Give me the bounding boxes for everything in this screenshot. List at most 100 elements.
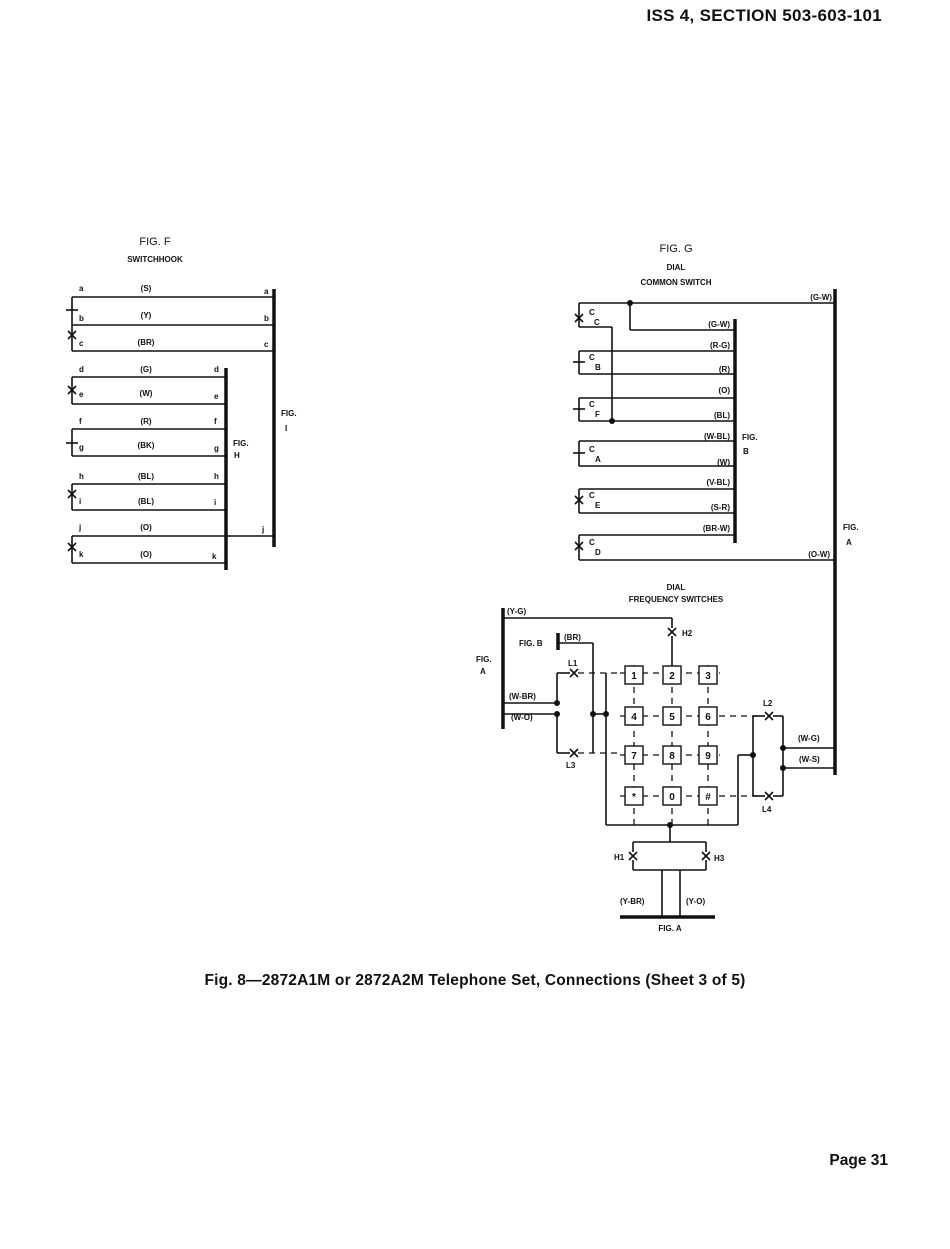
wire-yo: (Y-O) bbox=[686, 897, 705, 906]
svg-text:f: f bbox=[79, 417, 82, 426]
svg-text:h: h bbox=[79, 472, 84, 481]
svg-text:B: B bbox=[595, 363, 601, 372]
fig-f-row-j: j (O) j bbox=[78, 523, 264, 534]
fig-i-label-1: FIG. bbox=[281, 409, 297, 418]
fig-f-row-k: k (O) k bbox=[79, 550, 217, 561]
key-4: 4 bbox=[624, 706, 644, 726]
svg-text:a: a bbox=[79, 284, 84, 293]
svg-text:A: A bbox=[595, 455, 601, 464]
key-3: 3 bbox=[698, 665, 718, 685]
fig-f-row-f: f (R) f bbox=[79, 417, 217, 426]
wire-brw: (BR-W) bbox=[703, 524, 730, 533]
svg-text:D: D bbox=[595, 548, 601, 557]
wire-wbr: (W-BR) bbox=[509, 692, 536, 701]
svg-text:c: c bbox=[79, 339, 84, 348]
contact-label-ca: C A bbox=[589, 445, 601, 464]
fig-a-label-2: A bbox=[846, 538, 852, 547]
svg-text:C: C bbox=[594, 318, 600, 327]
wire-ybr: (Y-BR) bbox=[620, 897, 645, 906]
contact-label-cd: C D bbox=[589, 538, 601, 557]
wire-r: (R) bbox=[719, 365, 730, 374]
switch-h2-label: H2 bbox=[682, 629, 693, 638]
svg-text:d: d bbox=[79, 365, 84, 374]
freq-switches: DIAL FREQUENCY SWITCHES bbox=[476, 583, 835, 933]
svg-text:E: E bbox=[595, 501, 601, 510]
svg-text:(O): (O) bbox=[140, 523, 152, 532]
svg-text:(G): (G) bbox=[140, 365, 152, 374]
key-0: 0 bbox=[662, 786, 682, 806]
svg-text:e: e bbox=[214, 392, 219, 401]
svg-text:4: 4 bbox=[631, 712, 637, 723]
svg-text:6: 6 bbox=[705, 712, 711, 723]
svg-text:1: 1 bbox=[631, 671, 637, 682]
fig-g: FIG. G DIAL COMMON SWITCH bbox=[573, 243, 859, 775]
svg-text:#: # bbox=[705, 792, 711, 803]
svg-text:(W): (W) bbox=[140, 389, 153, 398]
fig-f-row-d: d (G) d bbox=[79, 365, 219, 374]
svg-text:a: a bbox=[264, 287, 269, 296]
svg-text:C: C bbox=[589, 353, 595, 362]
svg-text:(BR): (BR) bbox=[138, 338, 155, 347]
svg-text:j: j bbox=[261, 525, 264, 534]
svg-text:b: b bbox=[79, 314, 84, 323]
switch-h3-label: H3 bbox=[714, 854, 725, 863]
svg-text:9: 9 bbox=[705, 751, 711, 762]
contact-label-cc: C C bbox=[589, 308, 600, 327]
svg-text:(BL): (BL) bbox=[138, 497, 154, 506]
fig-f-row-i: i (BL) i bbox=[79, 497, 216, 507]
svg-text:b: b bbox=[264, 314, 269, 323]
switch-l3-label: L3 bbox=[566, 761, 576, 770]
switch-l4-label: L4 bbox=[762, 805, 772, 814]
svg-text:F: F bbox=[595, 410, 600, 419]
svg-text:(BK): (BK) bbox=[138, 441, 155, 450]
contact-e-x bbox=[67, 385, 77, 395]
key-6: 6 bbox=[698, 706, 718, 726]
fig-f: FIG. F SWITCHHOOK bbox=[66, 236, 297, 570]
wire-o: (O) bbox=[718, 386, 730, 395]
svg-text:(S): (S) bbox=[141, 284, 152, 293]
wire-ws: (W-S) bbox=[799, 755, 820, 764]
fig-a-label-1: FIG. bbox=[843, 523, 859, 532]
fig-g-subtitle-2: COMMON SWITCH bbox=[640, 278, 711, 287]
svg-text:h: h bbox=[214, 472, 219, 481]
switch-l2-x bbox=[764, 711, 774, 721]
switch-h2-x bbox=[667, 627, 677, 637]
fig-f-row-g: g (BK) g bbox=[79, 441, 219, 453]
svg-text:8: 8 bbox=[669, 751, 675, 762]
page-number: Page 31 bbox=[829, 1152, 888, 1169]
svg-text:C: C bbox=[589, 400, 595, 409]
wire-sr: (S-R) bbox=[711, 503, 730, 512]
svg-text:(Y): (Y) bbox=[141, 311, 152, 320]
svg-text:k: k bbox=[212, 552, 217, 561]
wire-wg: (W-G) bbox=[798, 734, 820, 743]
switch-h3-x bbox=[701, 851, 711, 861]
svg-text:2: 2 bbox=[669, 671, 675, 682]
svg-text:C: C bbox=[589, 491, 595, 500]
fig-g-subtitle-1: DIAL bbox=[667, 263, 686, 272]
wire-wbl: (W-BL) bbox=[704, 432, 730, 441]
switch-l4-x bbox=[764, 791, 774, 801]
fig-f-subtitle: SWITCHHOOK bbox=[127, 255, 183, 264]
wire-br: (BR) bbox=[564, 633, 581, 642]
contact-cc-x bbox=[574, 313, 584, 323]
fig-f-row-h: h (BL) h bbox=[79, 472, 219, 481]
contact-label-cf: C F bbox=[589, 400, 600, 419]
wire-rg: (R-G) bbox=[710, 341, 730, 350]
freq-fig-a-label-2: A bbox=[480, 667, 486, 676]
switch-h1-label: H1 bbox=[614, 853, 625, 862]
fig-f-title: FIG. F bbox=[139, 236, 170, 248]
fig-f-row-a: a (S) a bbox=[79, 284, 269, 296]
wire-top-gw: (G-W) bbox=[810, 293, 832, 302]
fig-b-label-2: B bbox=[743, 447, 749, 456]
svg-text:c: c bbox=[264, 340, 269, 349]
page-header: ISS 4, SECTION 503-603-101 bbox=[646, 6, 882, 25]
freq-fig-a-bottom-label: FIG. A bbox=[658, 924, 681, 933]
fig-f-row-b: b (Y) b bbox=[79, 311, 269, 323]
wire-gw: (G-W) bbox=[708, 320, 730, 329]
fig-i-label-2: I bbox=[285, 424, 287, 433]
fig-f-row-e: e (W) e bbox=[79, 389, 219, 401]
contact-k-x bbox=[67, 542, 77, 552]
svg-text:(R): (R) bbox=[140, 417, 151, 426]
freq-fig-a-label-1: FIG. bbox=[476, 655, 492, 664]
